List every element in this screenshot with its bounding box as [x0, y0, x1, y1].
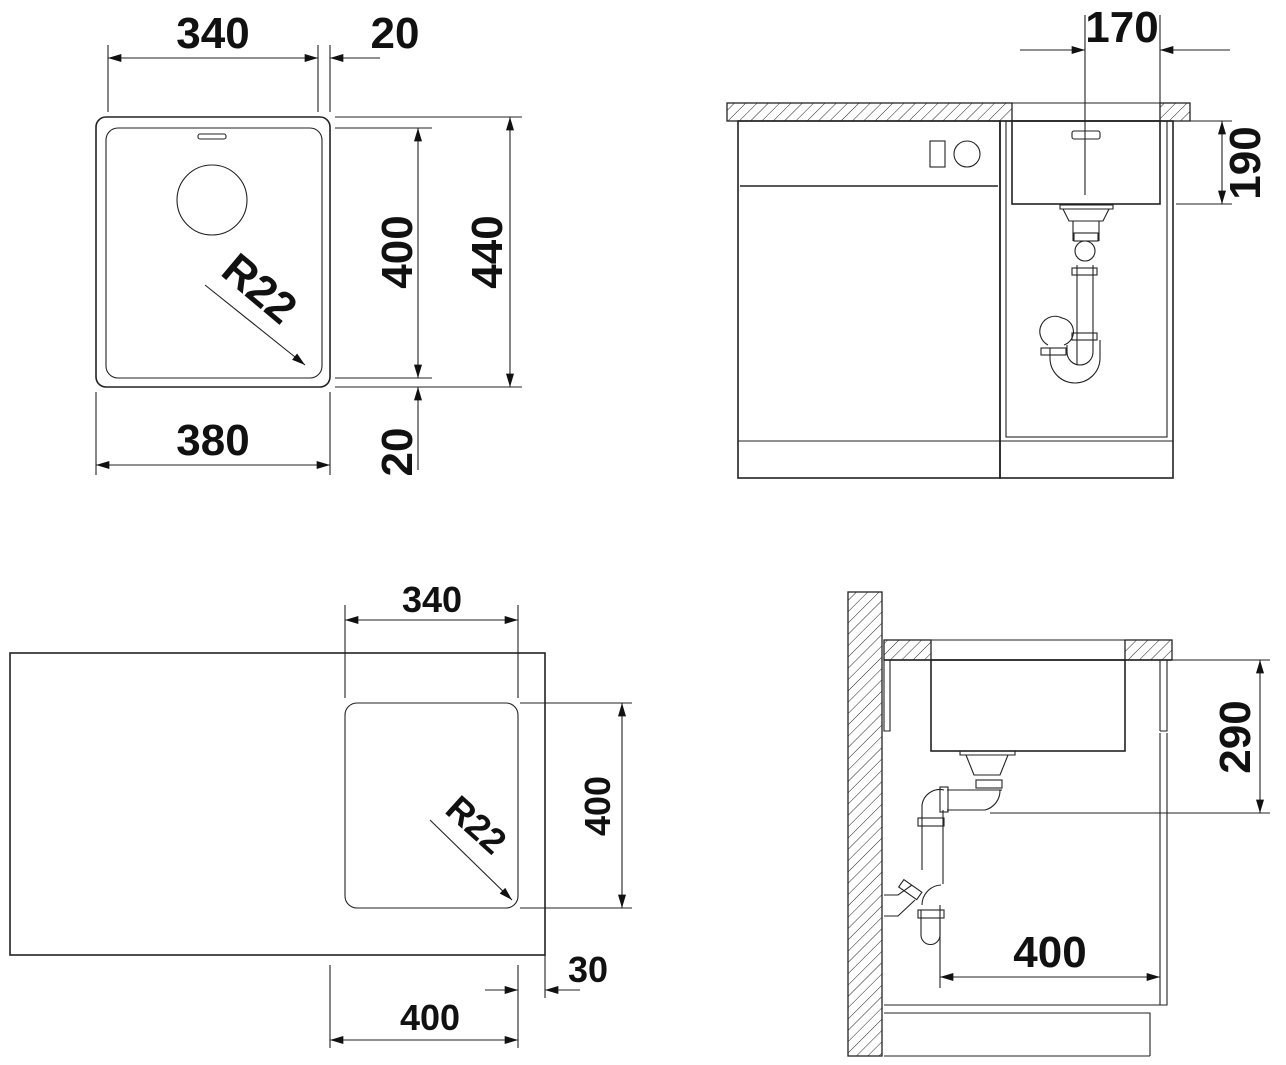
dim-label-440: 440 [463, 215, 512, 288]
wall [847, 591, 883, 1057]
radius-leader [204, 284, 306, 366]
front-view: 170 190 [726, 3, 1270, 479]
dim-label-290: 290 [1211, 700, 1260, 773]
side-view: 290 400 [847, 591, 1270, 1057]
dim-label-20-top: 20 [371, 9, 420, 58]
dishwasher-cabinet [737, 120, 1001, 479]
dim-label-30: 30 [568, 949, 608, 990]
cabinet-plan-view: 340 400 R22 30 400 [9, 579, 632, 1048]
drain-hole [176, 164, 248, 236]
extension-lines [95, 45, 522, 475]
dim-label-400-side: 400 [1013, 928, 1086, 977]
countertop-back [883, 639, 932, 661]
dim-label-340-plan: 340 [402, 579, 462, 620]
dim-label-340: 340 [176, 9, 249, 58]
dim-label-400: 400 [373, 215, 422, 288]
countertop-outline [9, 652, 546, 956]
sink-bowl-side [930, 659, 1126, 752]
overflow-slot [197, 133, 227, 140]
sink-bowl-front [1011, 120, 1161, 205]
sink-cutout [344, 702, 519, 909]
dim-label-190: 190 [1221, 126, 1270, 199]
dim-label-380: 380 [176, 416, 249, 465]
radius-label-plan: R22 [438, 787, 515, 862]
countertop-front [1124, 639, 1173, 661]
control-button [929, 140, 946, 168]
countertop-left [726, 102, 1013, 122]
sink-bowl-outline [105, 127, 323, 379]
dim-label-400-plan: 400 [577, 776, 618, 836]
top-view: 340 20 400 440 20 380 R22 [95, 9, 522, 477]
dim-label-170: 170 [1085, 3, 1158, 52]
dim-label-400-cabinet: 400 [400, 997, 460, 1038]
countertop-right [1159, 102, 1191, 122]
dim-label-20-bottom: 20 [373, 428, 422, 477]
control-knob [953, 140, 981, 168]
radius-label: R22 [213, 244, 306, 333]
sink-cabinet [999, 120, 1174, 479]
sink-outer-outline [95, 116, 331, 388]
